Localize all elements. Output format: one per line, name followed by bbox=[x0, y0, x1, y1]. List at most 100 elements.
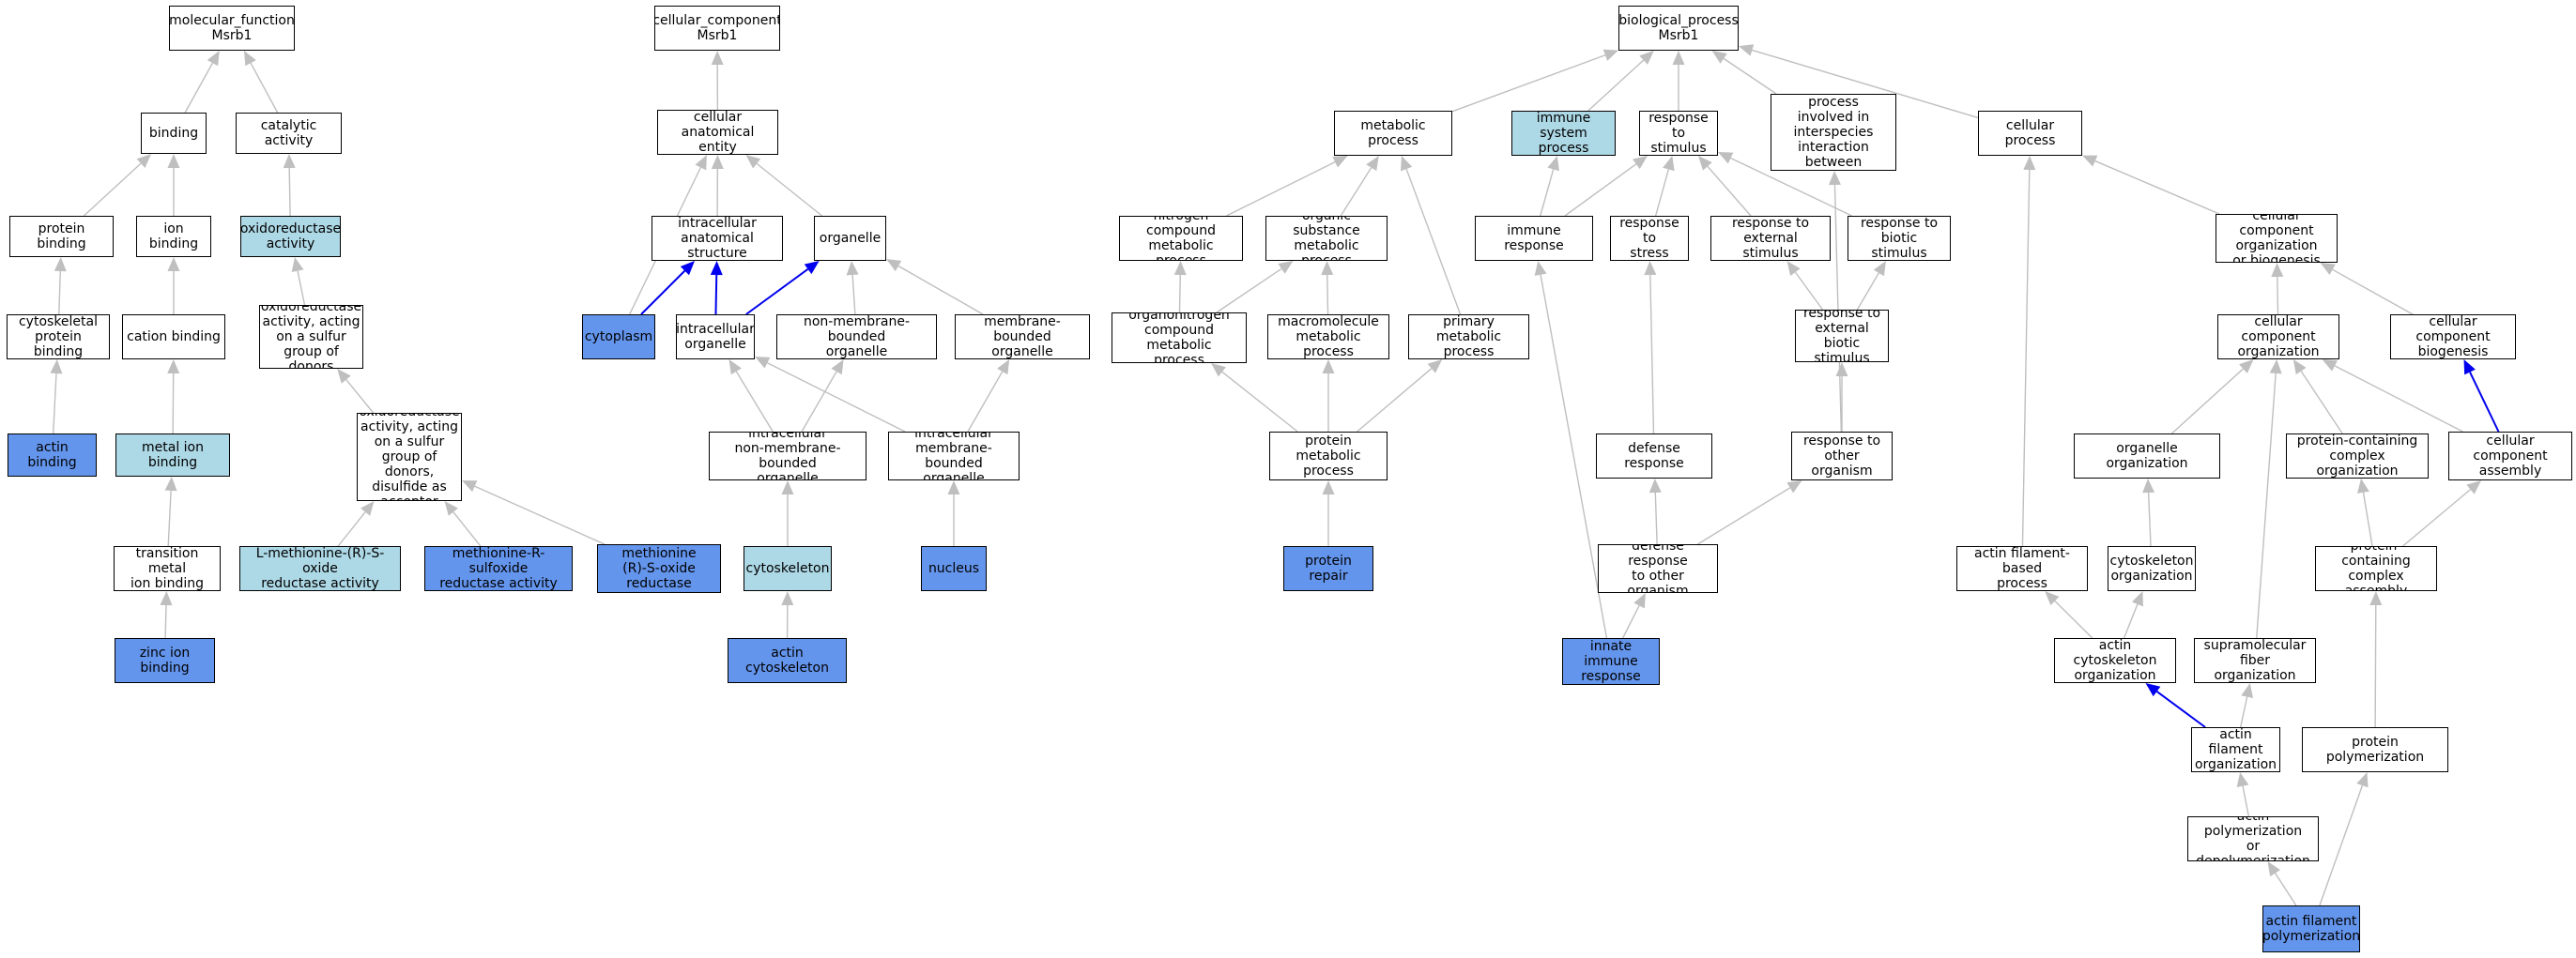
node-metal-ion-binding[interactable]: metal ion binding bbox=[115, 433, 230, 477]
edge-defense_other-to-defense bbox=[1654, 492, 1658, 545]
node-oxidoreductase-disulfide-acceptor[interactable]: oxidoreductase activity, acting on a sul… bbox=[357, 413, 462, 501]
node-actin-filament-polymerization[interactable]: actin filament polymerization bbox=[2262, 905, 2360, 952]
node-response-to-biotic-stimulus[interactable]: response to biotic stimulus bbox=[1848, 216, 1951, 261]
node-protein-metabolic-process[interactable]: protein metabolic process bbox=[1269, 432, 1388, 480]
edge-actin_binding-to-cytoskeletal_pb bbox=[52, 373, 57, 434]
node-response-to-external-stimulus[interactable]: response to external stimulus bbox=[1710, 216, 1831, 261]
arrowhead-interspecies-to-bp_root bbox=[1711, 51, 1727, 64]
node-catalytic-activity[interactable]: catalytic activity bbox=[236, 113, 342, 154]
node-intracellular-anatomical-structure[interactable]: intracellular anatomical structure bbox=[652, 216, 783, 261]
node-l-methionine-sulfoxide-reductase[interactable]: L-methionine-(R)-S-oxide reductase activ… bbox=[239, 546, 401, 591]
node-cation-binding[interactable]: cation binding bbox=[122, 314, 225, 359]
node-intracellular-non-membrane-bounded-organelle[interactable]: intracellular non-membrane-bounded organ… bbox=[709, 432, 866, 480]
node-protein-containing-complex-organization[interactable]: protein-containing complex organization bbox=[2286, 433, 2429, 479]
node-molecular-function-root[interactable]: molecular_function Msrb1 bbox=[169, 6, 295, 51]
node-cytoskeleton[interactable]: cytoskeleton bbox=[744, 546, 832, 591]
node-cellular-component-biogenesis[interactable]: cellular component biogenesis bbox=[2390, 314, 2516, 359]
node-actin-binding[interactable]: actin binding bbox=[8, 433, 97, 477]
node-actin-cytoskeleton[interactable]: actin cytoskeleton bbox=[728, 638, 847, 683]
arrowhead-imbo-to-mbo bbox=[997, 359, 1010, 375]
node-organelle-organization[interactable]: organelle organization bbox=[2074, 433, 2220, 479]
node-nitrogen-compound-metabolic-process[interactable]: nitrogen compound metabolic process bbox=[1119, 216, 1243, 261]
edge-protein_met-to-organonitrogen bbox=[1221, 371, 1298, 433]
node-actin-polymerization-or-depolymerization[interactable]: actin polymerization or depolymerization bbox=[2187, 816, 2319, 861]
node-cellular-anatomical-entity[interactable]: cellular anatomical entity bbox=[657, 110, 778, 155]
node-response-to-stimulus[interactable]: response to stimulus bbox=[1639, 111, 1718, 156]
node-cytoskeleton-organization[interactable]: cytoskeleton organization bbox=[2108, 546, 2196, 591]
edge-mbo-to-organelle bbox=[897, 265, 984, 315]
arrowhead-protein_binding-to-binding bbox=[136, 154, 152, 168]
arrowhead-actin_binding-to-cytoskeletal_pb bbox=[50, 359, 63, 374]
node-methionine-r-sulfoxide-reductase[interactable]: methionine-R-sulfoxide reductase activit… bbox=[424, 546, 573, 591]
node-actin-cytoskeleton-organization[interactable]: actin cytoskeleton organization bbox=[2054, 638, 2176, 683]
arrowhead-actin_fbp-to-cellular_proc bbox=[2023, 156, 2036, 171]
edge-actin_fil_poly-to-protein_poly bbox=[2319, 784, 2364, 906]
edge-actin_cyto_org-to-cytoskeleton_org bbox=[2123, 603, 2139, 639]
node-binding[interactable]: binding bbox=[141, 113, 207, 154]
edge-nitrogen-to-metabolic bbox=[1226, 161, 1336, 217]
node-actin-filament-organization[interactable]: actin filament organization bbox=[2191, 727, 2280, 772]
node-oxidoreductase-activity[interactable]: oxidoreductase activity bbox=[240, 216, 341, 257]
node-cellular-component-organization-or-biogenesis[interactable]: cellular component organization or bioge… bbox=[2216, 214, 2338, 263]
arrowhead-protein_repair-to-protein_met bbox=[1322, 480, 1335, 494]
node-protein-repair[interactable]: protein repair bbox=[1283, 546, 1373, 591]
arrowhead-nucleus-to-imbo bbox=[947, 480, 960, 494]
node-response-to-other-organism[interactable]: response to other organism bbox=[1791, 432, 1893, 480]
node-ion-binding[interactable]: ion binding bbox=[136, 216, 211, 257]
node-organelle[interactable]: organelle bbox=[814, 216, 886, 261]
node-protein-polymerization[interactable]: protein polymerization bbox=[2302, 727, 2448, 772]
node-nucleus[interactable]: nucleus bbox=[921, 546, 987, 591]
edge-inmbo-to-nmbo bbox=[801, 371, 837, 433]
arrowhead-resp_stim-to-bp_root bbox=[1672, 51, 1685, 65]
arrowhead-supramolecular-to-cc_org bbox=[2269, 359, 2282, 374]
arrowhead-protein_met-to-primary bbox=[1427, 359, 1443, 373]
node-immune-response[interactable]: immune response bbox=[1475, 216, 1593, 261]
node-membrane-bounded-organelle[interactable]: membrane-bounded organelle bbox=[955, 314, 1090, 359]
node-defense-response-to-other-organism[interactable]: defense response to other organism bbox=[1598, 544, 1718, 593]
edge-intra_org-to-organelle bbox=[745, 268, 809, 315]
node-macromolecule-metabolic-process[interactable]: macromolecule metabolic process bbox=[1267, 314, 1389, 359]
edge-organonitrogen-to-nitrogen bbox=[1178, 274, 1181, 313]
node-peptide-methionine-reductase[interactable]: peptide-methionine (R)-S-oxide reductase… bbox=[597, 544, 721, 593]
arrowhead-resp_ext_biotic-to-resp_biotic bbox=[1873, 261, 1886, 277]
node-response-to-stress[interactable]: response to stress bbox=[1610, 216, 1689, 261]
node-primary-metabolic-process[interactable]: primary metabolic process bbox=[1408, 314, 1529, 359]
node-biological-process-root[interactable]: biological_process Msrb1 bbox=[1618, 6, 1739, 51]
node-cytoskeletal-protein-binding[interactable]: cytoskeletal protein binding bbox=[7, 314, 110, 359]
edge-immune_resp-to-immune_sys bbox=[1540, 169, 1555, 217]
node-protein-containing-complex-assembly[interactable]: protein-containing complex assembly bbox=[2315, 546, 2437, 591]
node-protein-binding[interactable]: protein binding bbox=[9, 216, 114, 257]
node-organonitrogen-compound-metabolic-process[interactable]: organonitrogen compound metabolic proces… bbox=[1112, 312, 1247, 363]
node-interspecies-interaction[interactable]: biological process involved in interspec… bbox=[1771, 94, 1896, 171]
node-intracellular-membrane-bounded-organelle[interactable]: intracellular membrane-bounded organelle bbox=[888, 432, 1020, 480]
node-organic-substance-metabolic-process[interactable]: organic substance metabolic process bbox=[1265, 216, 1388, 261]
edge-lmet-to-oxido_disulfide bbox=[337, 511, 366, 547]
node-cellular-component-organization[interactable]: cellular component organization bbox=[2217, 314, 2339, 359]
node-oxidoreductase-sulfur-donors[interactable]: oxidoreductase activity, acting on a sul… bbox=[259, 305, 363, 369]
node-supramolecular-fiber-organization[interactable]: supramolecular fiber organization bbox=[2194, 638, 2316, 683]
edge-immune_resp-to-resp_stim bbox=[1564, 163, 1637, 217]
node-non-membrane-bounded-organelle[interactable]: non-membrane-bounded organelle bbox=[776, 314, 937, 359]
arrowhead-defense_other-to-resp_other bbox=[1786, 480, 1802, 494]
edge-ccob-to-cellular_proc bbox=[2094, 160, 2220, 215]
node-immune-system-process[interactable]: immune system process bbox=[1511, 111, 1616, 156]
edge-innate-to-defense_other bbox=[1622, 605, 1640, 639]
node-innate-immune-response[interactable]: innate immune response bbox=[1562, 638, 1660, 685]
node-cellular-component-root[interactable]: cellular_component Msrb1 bbox=[654, 6, 780, 51]
edge-protein_met-to-primary bbox=[1357, 368, 1433, 433]
node-cellular-component-assembly[interactable]: cellular component assembly bbox=[2448, 432, 2572, 480]
arrowhead-mbo-to-organelle bbox=[886, 259, 902, 272]
node-intracellular-organelle[interactable]: intracellular organelle bbox=[676, 314, 755, 359]
node-actin-filament-based-process[interactable]: actin filament-based process bbox=[1956, 546, 2088, 591]
node-cellular-process[interactable]: cellular process bbox=[1978, 111, 2082, 156]
node-transition-metal-ion-binding[interactable]: transition metal ion binding bbox=[114, 546, 221, 591]
node-cytoplasm[interactable]: cytoplasm bbox=[582, 314, 655, 359]
node-response-to-external-biotic-stimulus[interactable]: response to external biotic stimulus bbox=[1795, 310, 1889, 362]
node-metabolic-process[interactable]: metabolic process bbox=[1334, 111, 1452, 156]
arrowhead-organonitrogen-to-organic bbox=[1278, 261, 1294, 274]
edge-inmbo-to-intra_org bbox=[735, 371, 774, 433]
arrowhead-oxido_disulfide-to-oxido_sulfur bbox=[337, 369, 351, 384]
node-zinc-ion-binding[interactable]: zinc ion binding bbox=[115, 638, 215, 683]
node-defense-response[interactable]: defense response bbox=[1596, 433, 1712, 479]
